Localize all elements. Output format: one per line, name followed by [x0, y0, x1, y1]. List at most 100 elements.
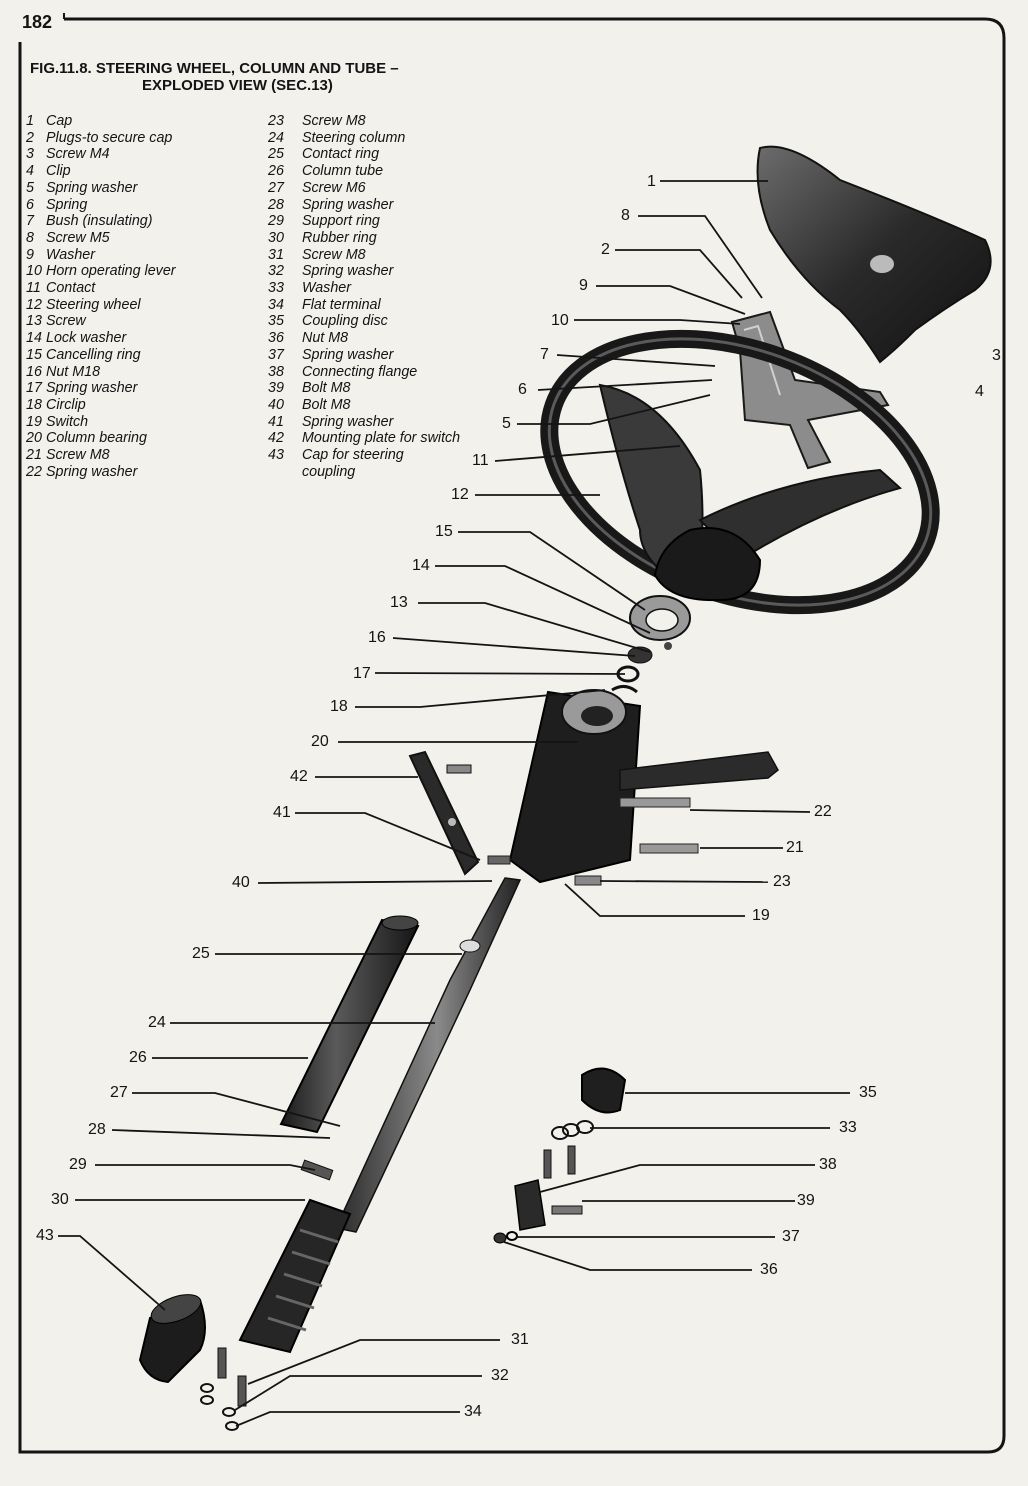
callout-2: 2 — [601, 241, 610, 258]
callout-22: 22 — [814, 803, 832, 820]
callout-42: 42 — [290, 768, 308, 785]
callout-10: 10 — [551, 312, 569, 329]
bolts-m8 — [487, 797, 699, 886]
callout-43: 43 — [36, 1227, 54, 1244]
callout-15: 15 — [435, 523, 453, 540]
callout-19: 19 — [752, 907, 770, 924]
steering-column-shaft — [334, 877, 522, 1233]
callout-1: 1 — [647, 173, 656, 190]
callout-38: 38 — [819, 1156, 837, 1173]
callout-18: 18 — [330, 698, 348, 715]
callout-21: 21 — [786, 839, 804, 856]
callout-40: 40 — [232, 874, 250, 891]
callout-26: 26 — [129, 1049, 147, 1066]
callout-7: 7 — [540, 346, 549, 363]
callout-27: 27 — [110, 1084, 128, 1101]
rubber-boot — [238, 1159, 352, 1354]
callout-33: 33 — [839, 1119, 857, 1136]
callout-14: 14 — [412, 557, 430, 574]
lower-screws — [200, 1347, 247, 1431]
callout-23: 23 — [773, 873, 791, 890]
callout-5: 5 — [502, 415, 511, 432]
callout-12: 12 — [451, 486, 469, 503]
callout-16: 16 — [368, 629, 386, 646]
figure-title-line1: FIG.11.8. STEERING WHEEL, COLUMN AND TUB… — [30, 60, 399, 77]
callout-20: 20 — [311, 733, 329, 750]
cancelling-ring — [629, 595, 691, 641]
leader-lines — [58, 180, 850, 1427]
callout-17: 17 — [353, 665, 371, 682]
callout-41: 41 — [273, 804, 291, 821]
callout-8: 8 — [621, 207, 630, 224]
coupling-group — [493, 1067, 627, 1244]
callout-9: 9 — [579, 277, 588, 294]
steering-wheel — [540, 329, 940, 615]
callout-6: 6 — [518, 381, 527, 398]
callout-35: 35 — [859, 1084, 877, 1101]
switch-mounting-plate — [408, 750, 480, 876]
callout-24: 24 — [148, 1014, 166, 1031]
callout-29: 29 — [69, 1156, 87, 1173]
horn-cap — [756, 145, 992, 364]
callout-31: 31 — [511, 1331, 529, 1348]
callout-3: 3 — [992, 347, 1001, 364]
callout-32: 32 — [491, 1367, 509, 1384]
callout-39: 39 — [797, 1192, 815, 1209]
figure-title-line2: EXPLODED VIEW (SEC.13) — [142, 77, 333, 94]
callout-28: 28 — [88, 1121, 106, 1138]
callout-4: 4 — [975, 383, 984, 400]
callout-36: 36 — [760, 1261, 778, 1278]
callout-34: 34 — [464, 1403, 482, 1420]
column-tube — [279, 915, 420, 1134]
callout-11: 11 — [472, 452, 489, 469]
callout-25: 25 — [192, 945, 210, 962]
callout-37: 37 — [782, 1228, 800, 1245]
callout-13: 13 — [390, 594, 408, 611]
figure-title: FIG.11.8. STEERING WHEEL, COLUMN AND TUB… — [30, 60, 399, 94]
